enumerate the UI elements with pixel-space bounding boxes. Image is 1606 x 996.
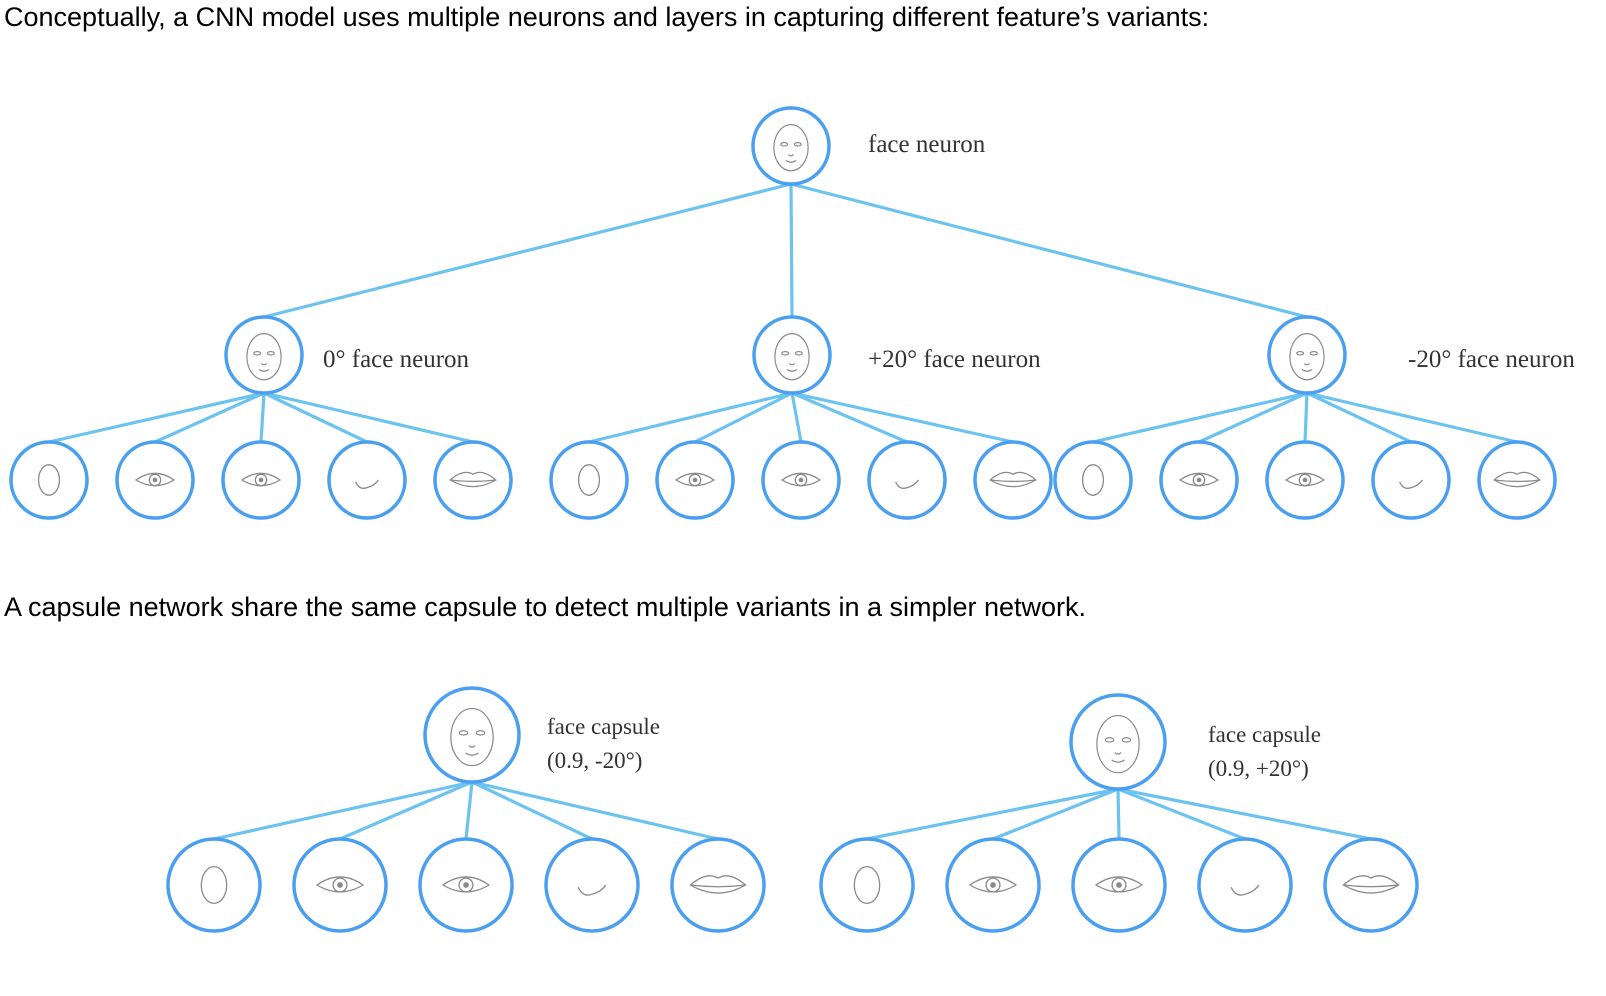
edge-child-2-to-leaf-1 xyxy=(1198,391,1308,444)
face-capsule-value-2: (0.9, +20°) xyxy=(1208,756,1309,781)
feature-node-eye xyxy=(761,440,841,520)
capsule-feature-node-eye xyxy=(418,837,514,933)
capsule-feature-node-lips xyxy=(1323,837,1419,933)
capsule-feature-node-eye xyxy=(292,837,388,933)
feature-node-nose xyxy=(1371,440,1451,520)
edge-child-0-to-leaf-3 xyxy=(263,391,368,444)
feature-node-eye xyxy=(115,440,195,520)
child-face-neuron-node-1 xyxy=(752,315,832,395)
edge-child-2-to-leaf-2 xyxy=(1303,392,1309,443)
edge-capsule-1-to-leaf-0 xyxy=(866,787,1119,841)
edge-child-0-to-leaf-2 xyxy=(259,392,266,443)
capsule-feature-node-eye xyxy=(1071,837,1167,933)
feature-node-eye xyxy=(1159,440,1239,520)
capsule-feature-node-lips xyxy=(670,837,766,933)
edge-child-0-to-leaf-0 xyxy=(48,391,265,444)
child-face-neuron-node-0 xyxy=(224,315,304,395)
edge-child-1-to-leaf-1 xyxy=(694,391,793,444)
child-face-neuron-node-2 xyxy=(1267,315,1347,395)
feature-node-face-outline xyxy=(549,440,629,520)
face-capsule-node-0 xyxy=(423,686,521,784)
edges xyxy=(48,182,1518,841)
edge-capsule-0-to-leaf-3 xyxy=(471,780,593,841)
nodes xyxy=(9,106,1557,933)
feature-node-nose xyxy=(867,440,947,520)
edge-child-1-to-leaf-2 xyxy=(790,392,803,443)
edge-child-0-to-leaf-1 xyxy=(154,391,265,444)
edge-capsule-0-to-leaf-2 xyxy=(464,781,474,840)
face-capsule-label-1: face capsule xyxy=(547,714,660,739)
feature-node-eye xyxy=(221,440,301,520)
capsule-feature-node-face-outline xyxy=(166,837,262,933)
feature-node-nose xyxy=(327,440,407,520)
feature-node-lips xyxy=(433,440,513,520)
root-face-neuron-node xyxy=(751,106,831,186)
edge-child-1-to-leaf-4 xyxy=(791,391,1014,444)
minus20-face-neuron-label: -20° face neuron xyxy=(1408,346,1575,373)
labels: face neuron 0° face neuron +20° face neu… xyxy=(323,131,1575,781)
edge-capsule-0-to-leaf-4 xyxy=(471,780,719,841)
edge-child-2-to-leaf-4 xyxy=(1306,391,1518,444)
feature-node-face-outline xyxy=(9,440,89,520)
edge-child-1-to-leaf-0 xyxy=(588,391,793,444)
edge-child-2-to-leaf-0 xyxy=(1092,391,1308,444)
edge-child-2-to-leaf-3 xyxy=(1306,391,1412,444)
root-face-neuron-label: face neuron xyxy=(868,131,986,158)
zero-face-neuron-label: 0° face neuron xyxy=(323,346,470,373)
plus20-face-neuron-label: +20° face neuron xyxy=(868,346,1041,373)
edge-capsule-1-to-leaf-1 xyxy=(992,787,1119,841)
feature-node-eye xyxy=(655,440,735,520)
edge-root-to-child-0 xyxy=(263,182,792,319)
capsule-caption: A capsule network share the same capsule… xyxy=(4,592,1087,622)
capsule-feature-node-face-outline xyxy=(819,837,915,933)
face-capsule-label-2: face capsule xyxy=(1208,722,1321,747)
feature-node-lips xyxy=(973,440,1053,520)
capsule-feature-node-nose xyxy=(544,837,640,933)
edge-capsule-1-to-leaf-3 xyxy=(1117,787,1246,841)
feature-node-face-outline xyxy=(1053,440,1133,520)
edge-capsule-1-to-leaf-2 xyxy=(1116,788,1121,840)
capsule-feature-node-eye xyxy=(945,837,1041,933)
face-capsule-value-1: (0.9, -20°) xyxy=(547,748,642,773)
edge-capsule-1-to-leaf-4 xyxy=(1117,787,1372,841)
feature-node-lips xyxy=(1477,440,1557,520)
capsule-feature-node-nose xyxy=(1197,837,1293,933)
edge-capsule-0-to-leaf-1 xyxy=(339,780,473,841)
edge-capsule-0-to-leaf-0 xyxy=(213,780,473,841)
edge-child-1-to-leaf-3 xyxy=(791,391,908,444)
edge-root-to-child-2 xyxy=(790,182,1308,319)
edge-root-to-child-1 xyxy=(789,183,794,318)
cnn-caption: Conceptually, a CNN model uses multiple … xyxy=(4,2,1210,32)
face-capsule-node-1 xyxy=(1069,693,1167,791)
edge-child-0-to-leaf-4 xyxy=(263,391,474,444)
feature-node-eye xyxy=(1265,440,1345,520)
